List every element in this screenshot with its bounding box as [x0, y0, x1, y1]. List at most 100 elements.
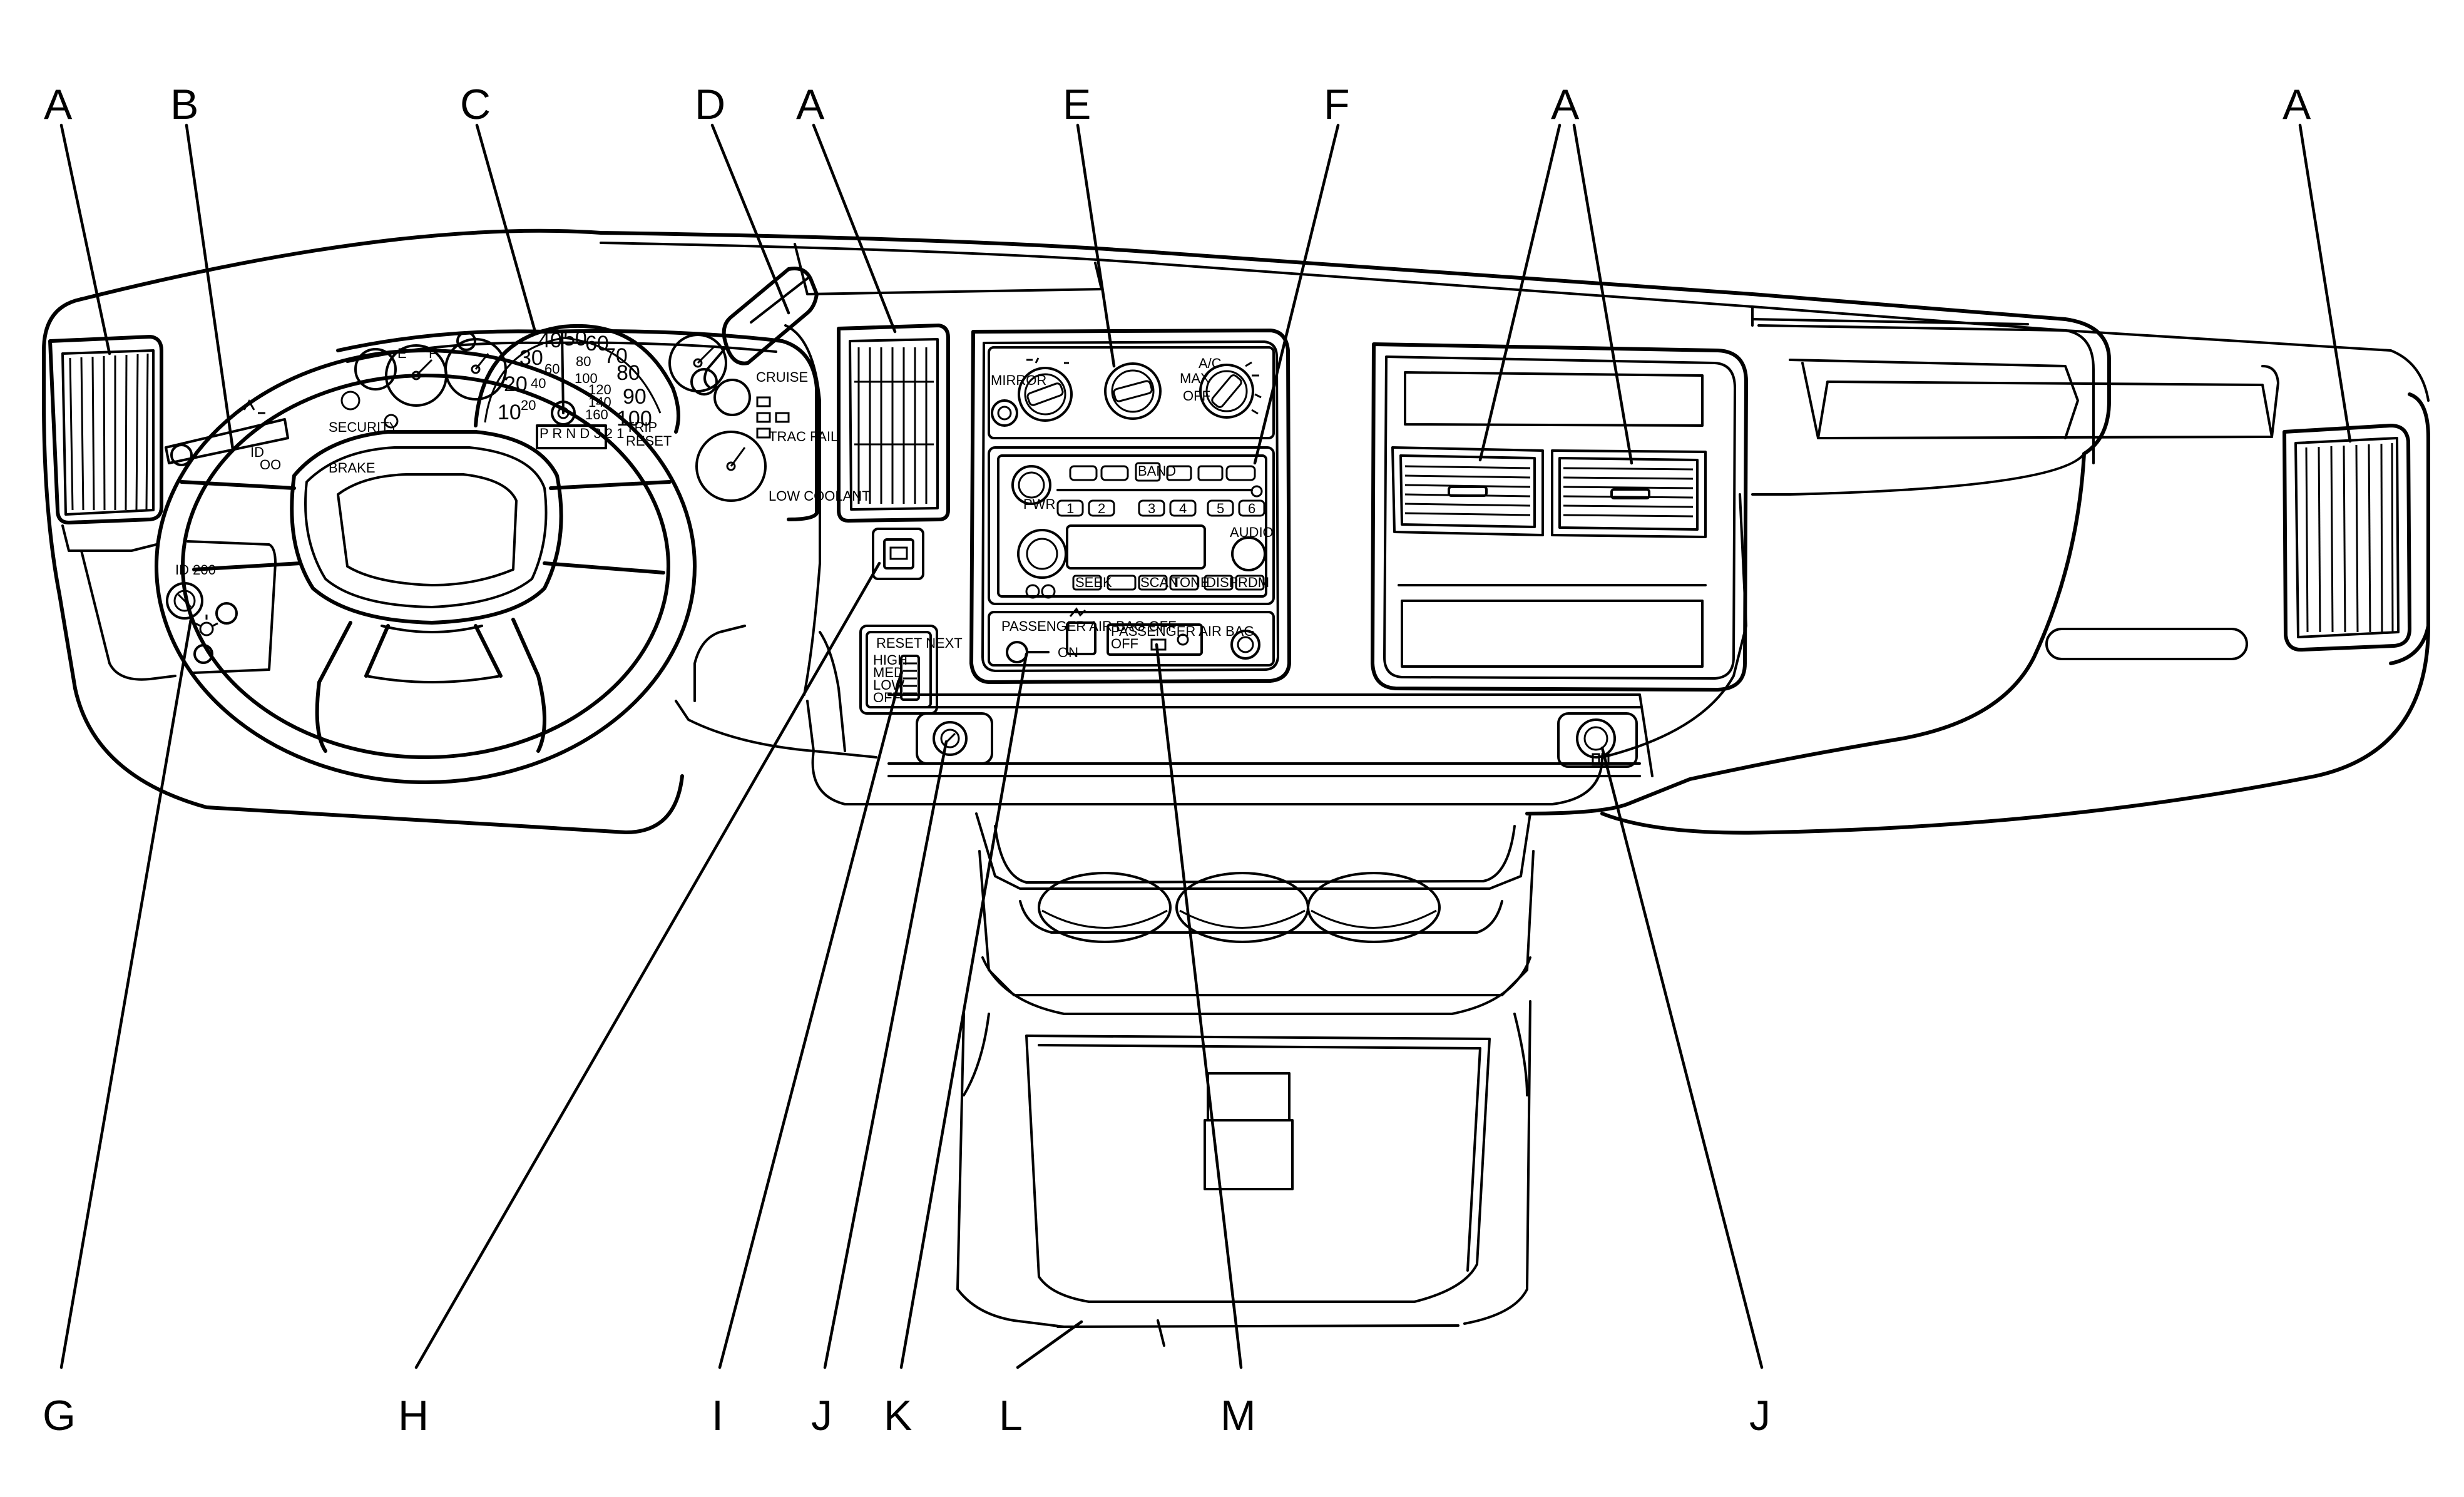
speed-30: 30 [519, 346, 543, 370]
leader-f [1253, 123, 1340, 465]
center-stack [969, 329, 1291, 684]
svg-text:F: F [429, 345, 437, 361]
leader-j1 [823, 740, 948, 1369]
callout-j1: J [811, 1392, 832, 1439]
leader-d [710, 123, 790, 315]
reset-label: RESET [626, 433, 672, 449]
instrument-panel-drawing: ID 200 ID OO [42, 228, 2430, 1347]
callout-i: I [712, 1392, 723, 1439]
audio-system-radio[interactable]: PWR BAND 1 2 3 [988, 446, 1275, 605]
leader-l [1016, 1320, 1083, 1369]
callout-b: B [170, 81, 198, 128]
kmh-140: 140 [588, 394, 611, 410]
leader-i [718, 671, 903, 1369]
svg-text:OO: OO [260, 457, 281, 473]
preset-2[interactable]: 2 [1098, 501, 1105, 516]
leader-b [185, 123, 235, 451]
tone-label: TONE [1172, 575, 1210, 590]
radio-presets[interactable]: 1 2 3 4 5 6 [1056, 499, 1265, 517]
center-vent-right [1551, 449, 1707, 538]
accessory-power-outlet-left[interactable] [916, 712, 993, 765]
mirror-label: MIRROR [991, 372, 1046, 388]
passenger-airbag-control-panel: PASSENGER AIR BAG OFF ON PASSENGER AIR B… [988, 607, 1275, 667]
switch-i-title: RESET NEXT [876, 635, 963, 651]
callout-m: M [1220, 1392, 1256, 1439]
turn-signal-multifunction-lever[interactable]: ID OO [165, 399, 289, 473]
band-label: BAND [1138, 463, 1176, 479]
leader-a3-left [1478, 123, 1562, 462]
callout-d: D [695, 81, 725, 128]
instrument-cluster: E F SECURITY BRAKE 10 20 30 40 50 60 [329, 324, 871, 521]
speed-40: 40 [538, 329, 562, 352]
kmh-120: 120 [588, 382, 611, 397]
security-indicator-label: SECURITY [329, 419, 399, 435]
passenger-airbag-status-indicator: PASSENGER AIR BAG OFF [1107, 623, 1254, 656]
steering-wheel [155, 349, 697, 784]
accessory-power-outlet-right[interactable] [1557, 712, 1638, 768]
switch-h-panel[interactable] [872, 528, 924, 580]
seek-label: SEEK [1075, 575, 1112, 590]
leader-a4 [2298, 123, 2352, 443]
speed-50: 50 [563, 327, 587, 350]
ac-label: A/C [1199, 355, 1222, 371]
speed-70: 70 [604, 344, 628, 368]
airbag-status-label: PASSENGER AIR BAG [1111, 623, 1254, 639]
left-outboard-air-vent [48, 335, 163, 552]
audio-label: AUDIO [1230, 524, 1274, 540]
leader-a3-right [1572, 123, 1633, 465]
center-console [956, 812, 1535, 1347]
trip-label: TRIP [626, 419, 657, 435]
cruise-indicator-label: CRUISE [756, 369, 808, 385]
scan-label: SCAN [1140, 575, 1178, 590]
leader-e [1076, 123, 1116, 368]
leader-a1 [59, 123, 111, 355]
speed-90: 90 [623, 385, 647, 409]
callout-f: F [1324, 81, 1350, 128]
kmh-160: 160 [585, 407, 608, 422]
leader-h [414, 561, 881, 1369]
kmh-80: 80 [576, 354, 591, 369]
preset-6[interactable]: 6 [1248, 501, 1255, 516]
callout-c: C [460, 81, 491, 128]
preset-1[interactable]: 1 [1066, 501, 1074, 516]
callout-e: E [1063, 81, 1091, 128]
speed-10: 10 [498, 401, 521, 424]
leader-a2 [812, 123, 897, 334]
leader-m [1155, 643, 1243, 1369]
kmh-100: 100 [575, 370, 598, 386]
disp-label: DISP [1206, 575, 1238, 590]
brake-indicator-label: BRAKE [329, 460, 376, 476]
preset-4[interactable]: 4 [1179, 501, 1187, 516]
speed-60: 60 [585, 332, 609, 355]
climate-off-label: OFF [1183, 388, 1210, 404]
leader-j2 [1600, 746, 1764, 1369]
speed-100: 100 [616, 407, 652, 431]
callout-j2: J [1749, 1392, 1771, 1439]
callout-a2: A [796, 81, 825, 128]
switch-i-panel[interactable]: RESET NEXT HIGH MED LOW OFF [859, 625, 963, 715]
center-vent-left [1391, 446, 1544, 536]
callout-labels: A B C D A E F A A G H I J K L M J [43, 81, 2311, 1439]
kmh-40: 40 [531, 376, 546, 391]
callout-k: K [884, 1392, 912, 1439]
speed-80: 80 [616, 361, 640, 385]
cupholders[interactable] [1019, 872, 1503, 943]
svg-text:E: E [397, 345, 407, 361]
shift-lever[interactable] [690, 267, 819, 396]
pwr-label: PWR [1023, 496, 1055, 512]
callout-a1: A [44, 81, 73, 128]
callout-h: H [398, 1392, 429, 1439]
callout-l: L [999, 1392, 1023, 1439]
callout-g: G [43, 1392, 76, 1439]
speedometer-scale: 10 20 30 40 50 60 70 80 90 100 20 40 60 … [498, 327, 652, 431]
climate-control-panel[interactable]: MIRROR A/C MAX OFF [988, 346, 1275, 439]
preset-5[interactable]: 5 [1217, 501, 1224, 516]
airbag-off-label: OFF [1111, 636, 1138, 651]
preset-3[interactable]: 3 [1148, 501, 1155, 516]
callout-a4: A [2283, 81, 2311, 128]
right-center-vent-box [1371, 342, 1748, 692]
kmh-20: 20 [521, 397, 536, 413]
kmh-60: 60 [544, 361, 560, 377]
svg-text:ID: ID [250, 444, 264, 460]
